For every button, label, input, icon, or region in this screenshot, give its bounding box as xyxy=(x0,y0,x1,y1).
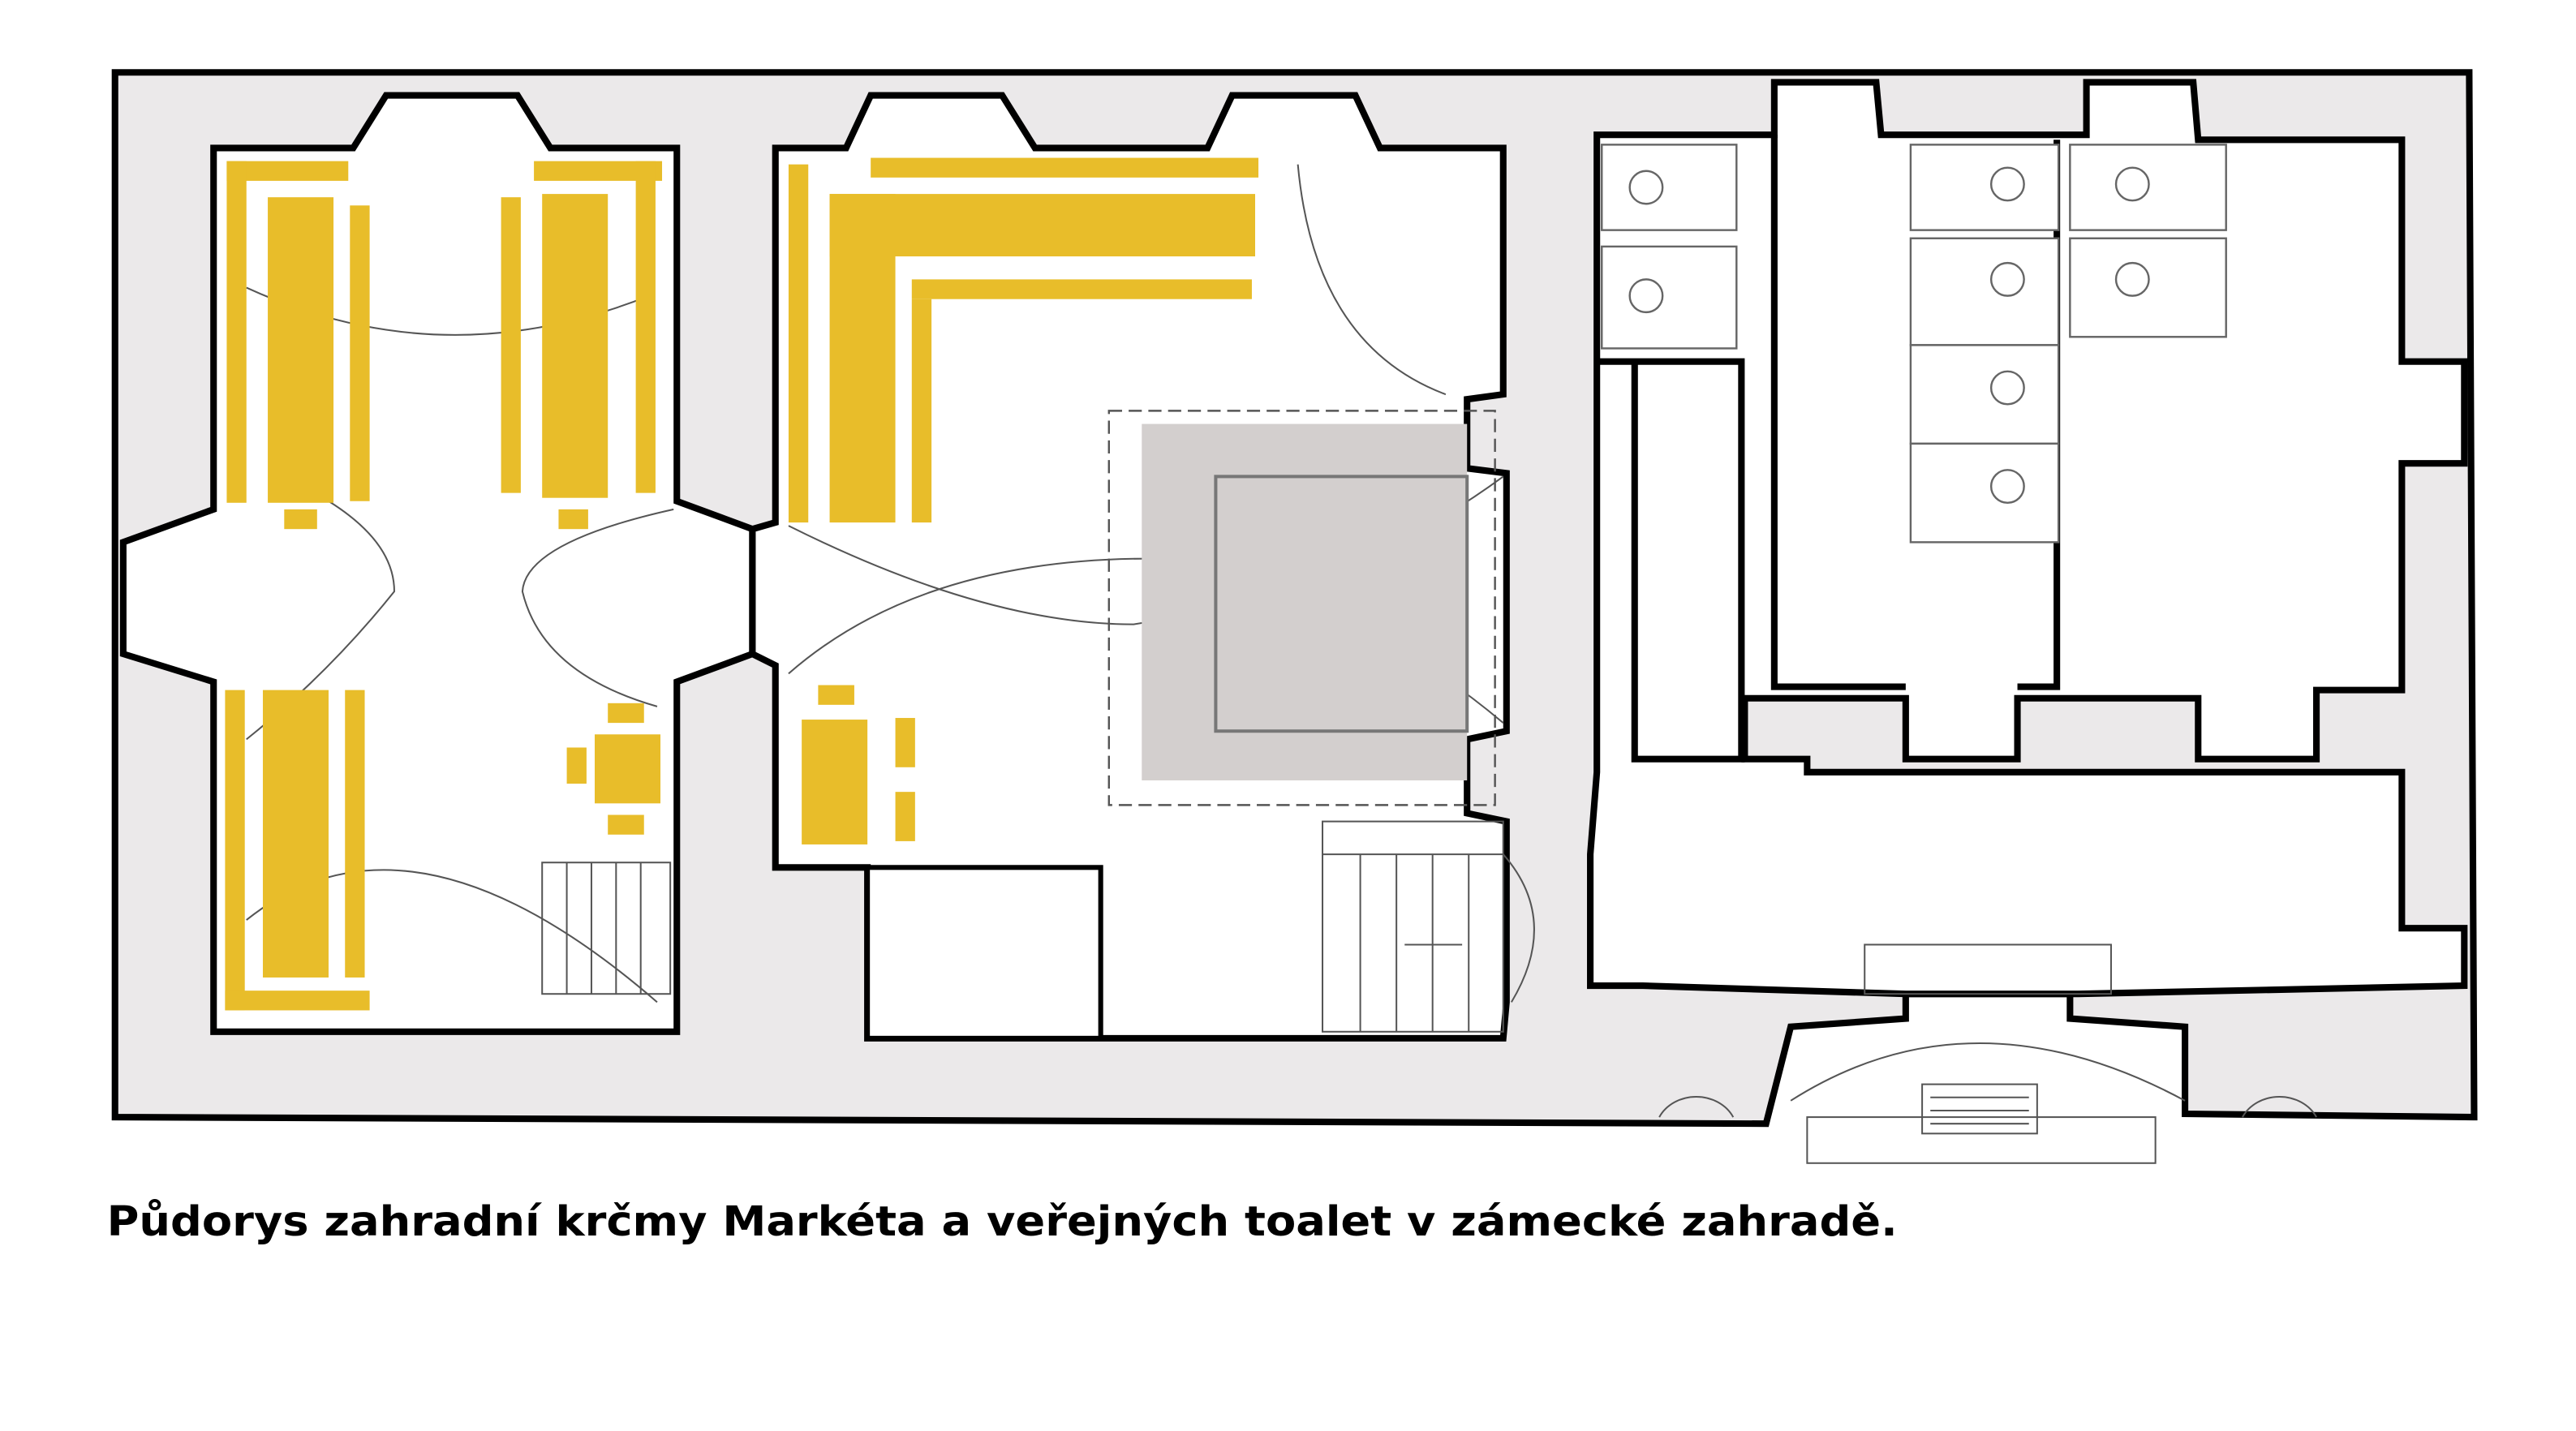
central-inner-frame xyxy=(1214,475,1469,733)
dining-room-left xyxy=(119,92,756,1035)
toilet-stalls xyxy=(1601,144,2227,544)
staircase-left xyxy=(541,862,672,995)
left-toilet-wall xyxy=(1597,358,1745,763)
toilet-corridor-wall xyxy=(1770,135,1906,690)
central-dashed-outline xyxy=(1107,410,1496,806)
central-raised-area xyxy=(1142,423,1468,780)
caption: Půdorys zahradní krčmy Markéta a veřejný… xyxy=(107,1197,1898,1245)
furniture-left-room xyxy=(225,161,663,1011)
entrance-steps xyxy=(1806,943,2157,1164)
furniture-center-room xyxy=(788,157,1259,844)
dining-room-center xyxy=(749,92,1510,1042)
storage-room xyxy=(865,865,1103,1041)
staircase-center xyxy=(1322,820,1504,1033)
